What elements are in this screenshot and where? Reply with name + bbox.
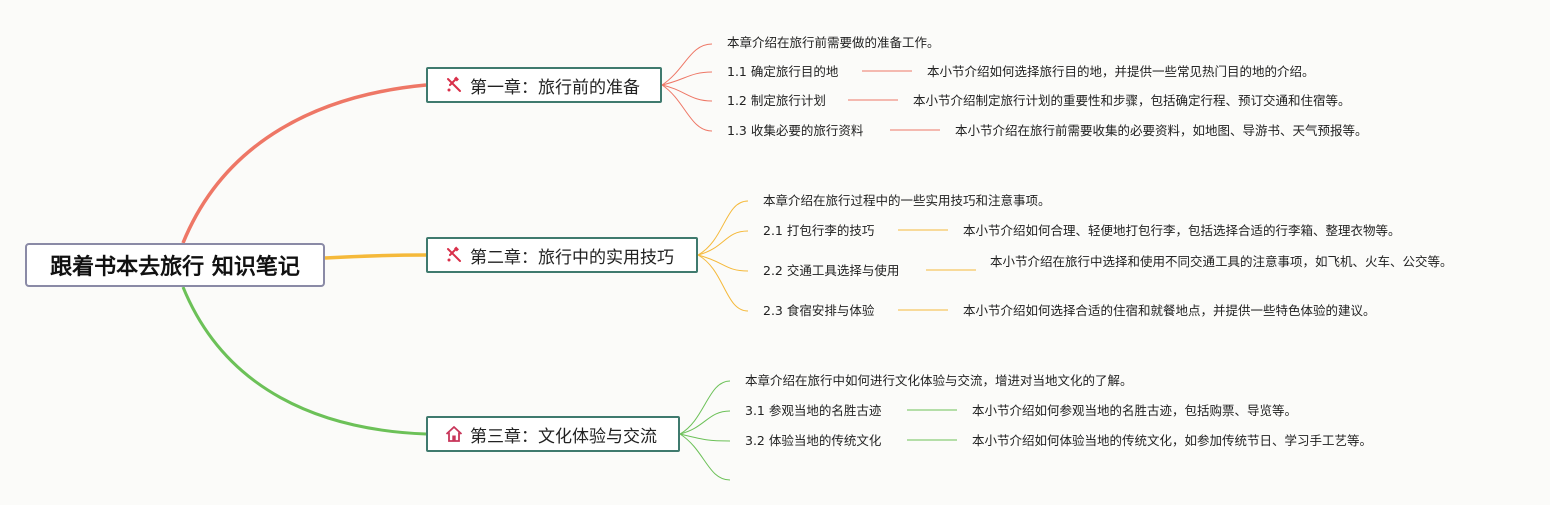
chapter-2-intro[interactable]: 本章介绍在旅行过程中的一些实用技巧和注意事项。 bbox=[763, 193, 1051, 208]
link-ch1-s3 bbox=[661, 84, 713, 132]
section-1-1-desc[interactable]: 本小节介绍如何选择旅行目的地，并提供一些常见热门目的地的介绍。 bbox=[927, 64, 1315, 79]
chapter-3-intro[interactable]: 本章介绍在旅行中如何进行文化体验与交流，增进对当地文化的了解。 bbox=[745, 373, 1133, 388]
link-ch3-s2 bbox=[679, 433, 731, 442]
section-3-1-title[interactable]: 3.1 参观当地的名胜古迹 bbox=[745, 403, 882, 418]
section-2-2-desc[interactable]: 本小节介绍在旅行中选择和使用不同交通工具的注意事项，如飞机、火车、公交等。 bbox=[990, 254, 1453, 269]
section-1-2-desc[interactable]: 本小节介绍制定旅行计划的重要性和步骤，包括确定行程、预订交通和住宿等。 bbox=[913, 93, 1351, 108]
chapter-1-node[interactable]: 第一章：旅行前的准备 bbox=[426, 67, 662, 103]
chapter-1-title: 第一章：旅行前的准备 bbox=[470, 77, 640, 98]
section-1-3-title[interactable]: 1.3 收集必要的旅行资料 bbox=[727, 123, 864, 138]
chapter-2-title: 第二章：旅行中的实用技巧 bbox=[470, 247, 674, 268]
link-root-ch3 bbox=[181, 286, 427, 436]
chapter-3-node[interactable]: 第三章：文化体验与交流 bbox=[426, 416, 680, 452]
root-topic[interactable]: 跟着书本去旅行 知识笔记 bbox=[25, 243, 325, 287]
root-title: 跟着书本去旅行 知识笔记 bbox=[50, 255, 300, 280]
section-1-2-title[interactable]: 1.2 制定旅行计划 bbox=[727, 93, 826, 108]
link-ch2-s3 bbox=[697, 254, 749, 312]
section-3-1-desc[interactable]: 本小节介绍如何参观当地的名胜古迹，包括购票、导览等。 bbox=[972, 403, 1298, 418]
link-ch3-empty bbox=[679, 433, 731, 481]
section-1-3-desc[interactable]: 本小节介绍在旅行前需要收集的必要资料，如地图、导游书、天气预报等。 bbox=[955, 123, 1368, 138]
link-ch1-s2 bbox=[661, 84, 713, 102]
section-2-1-desc[interactable]: 本小节介绍如何合理、轻便地打包行李，包括选择合适的行李箱、整理衣物等。 bbox=[963, 223, 1401, 238]
section-2-1-title[interactable]: 2.1 打包行李的技巧 bbox=[763, 223, 875, 238]
chapter-3-title: 第三章：文化体验与交流 bbox=[470, 426, 657, 447]
section-2-2-title[interactable]: 2.2 交通工具选择与使用 bbox=[763, 263, 900, 278]
section-2-3-desc[interactable]: 本小节介绍如何选择合适的住宿和就餐地点，并提供一些特色体验的建议。 bbox=[963, 303, 1376, 318]
section-3-2-title[interactable]: 3.2 体验当地的传统文化 bbox=[745, 433, 882, 448]
chapter-2-node[interactable]: 第二章：旅行中的实用技巧 bbox=[426, 237, 698, 273]
section-2-3-title[interactable]: 2.3 食宿安排与体验 bbox=[763, 303, 875, 318]
tools-icon bbox=[447, 246, 461, 262]
chapter-1-intro[interactable]: 本章介绍在旅行前需要做的准备工作。 bbox=[727, 35, 940, 50]
link-root-ch1 bbox=[181, 83, 427, 244]
link-root-ch2 bbox=[324, 253, 427, 260]
link-ch2-intro bbox=[697, 200, 749, 256]
link-ch1-s1 bbox=[661, 71, 713, 86]
house-icon bbox=[445, 426, 463, 442]
link-ch1-intro bbox=[661, 43, 713, 86]
link-ch3-intro bbox=[679, 380, 731, 435]
section-3-2-desc[interactable]: 本小节介绍如何体验当地的传统文化，如参加传统节日、学习手工艺等。 bbox=[972, 433, 1373, 448]
section-1-1-title[interactable]: 1.1 确定旅行目的地 bbox=[727, 64, 839, 79]
link-ch2-s2 bbox=[697, 254, 749, 272]
tools-icon bbox=[447, 76, 461, 92]
link-ch3-s1 bbox=[679, 410, 731, 435]
link-ch2-s1 bbox=[697, 230, 749, 256]
